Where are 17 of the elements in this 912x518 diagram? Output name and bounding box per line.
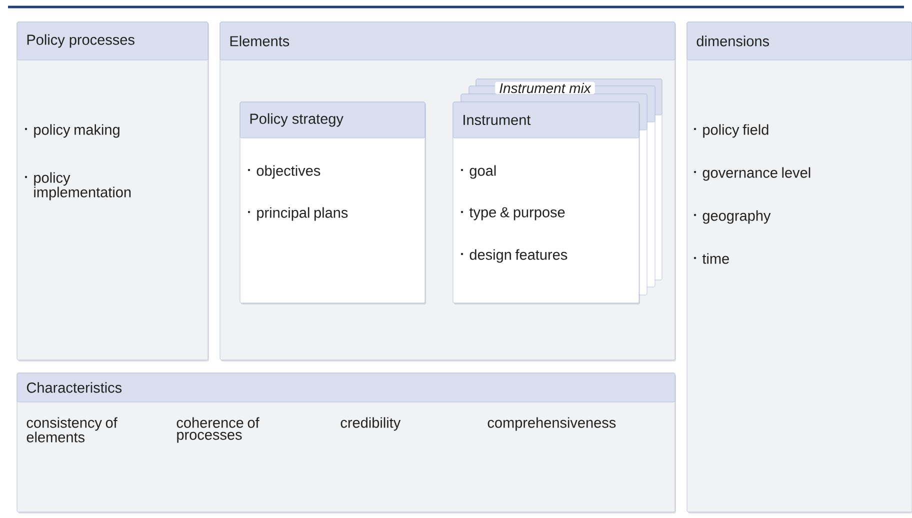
list-item: policy implementation — [34, 172, 131, 200]
panel-heading: Policy processes — [27, 34, 134, 48]
list-item: coherence of processes — [176, 417, 260, 443]
panel-heading: Characteristics — [26, 382, 122, 393]
list-item: governance level — [702, 167, 810, 181]
list-item: objectives — [256, 165, 320, 179]
list-item: policy field — [703, 124, 768, 138]
list-item: consistency of elements — [26, 417, 118, 442]
list-item: policy making — [34, 124, 120, 138]
list-item: time — [702, 253, 729, 264]
panel-heading: Elements — [230, 36, 290, 46]
panel-heading: Policy strategy — [250, 113, 344, 127]
list-item: principal plans — [257, 207, 348, 221]
list-item: geography — [702, 210, 771, 224]
panel-heading: dimensions — [696, 36, 769, 46]
list-item: credibility — [340, 417, 401, 431]
list-item: comprehensiveness — [488, 417, 616, 431]
